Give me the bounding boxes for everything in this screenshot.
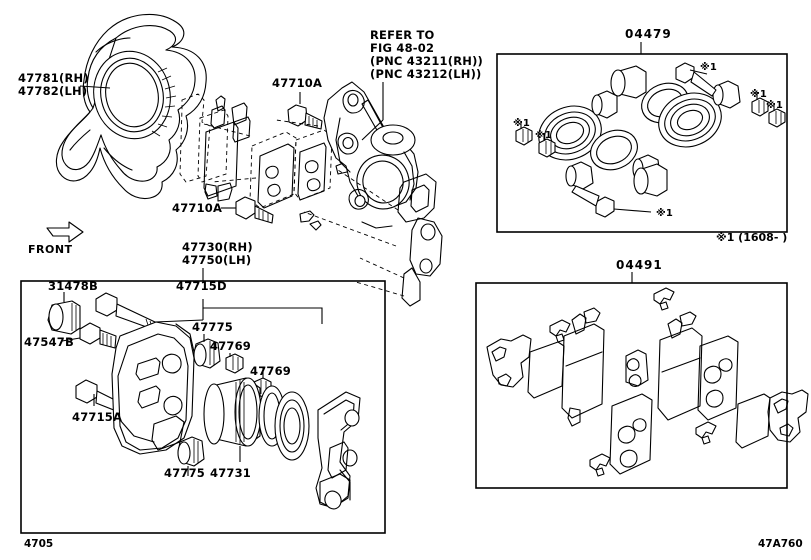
mark-1-a: ※1 bbox=[700, 62, 718, 73]
leader-refer-to-2 bbox=[361, 119, 384, 141]
front-direction-label: FRONT bbox=[28, 243, 73, 256]
dust-cover-art bbox=[55, 13, 207, 200]
caliper-body-art bbox=[111, 321, 195, 455]
front-arrow-icon bbox=[46, 221, 84, 243]
footnote-mark-1-date-range: ※1 (1608- ) bbox=[716, 231, 788, 244]
panel-title-04479: 04479 bbox=[625, 27, 672, 41]
caliper-bracket-reference-art bbox=[203, 119, 443, 307]
label-47710a-upper: 47710A bbox=[272, 76, 323, 90]
refer-to-line-4: (PNC 43212(LH)) bbox=[370, 67, 482, 81]
label-47769-lower: 47769 bbox=[250, 364, 292, 378]
label-47715a: 47715A bbox=[72, 410, 123, 424]
part-47769-upper-art bbox=[225, 353, 244, 374]
steering-knuckle-art bbox=[323, 81, 419, 229]
footer-diagram-code: 47A760 bbox=[758, 538, 803, 550]
label-47775-lower: 47775 bbox=[164, 466, 206, 480]
bolt-47710a-lower-art bbox=[235, 196, 274, 224]
refer-to-line-1: REFER TO bbox=[370, 28, 435, 42]
refer-to-line-3: (PNC 43211(RH)) bbox=[370, 54, 484, 68]
part-31478b-art bbox=[47, 292, 81, 335]
part-47731-art bbox=[203, 377, 262, 462]
leader-47715d-bracket bbox=[202, 299, 323, 324]
label-47731: 47731 bbox=[210, 466, 252, 480]
label-47730-rh-47750-lh: 47730(RH) 47750(LH) bbox=[182, 240, 253, 267]
mark-1-e: ※1 bbox=[535, 130, 553, 141]
label-47715d: 47715D bbox=[176, 279, 227, 293]
pad-kit-parts-art bbox=[486, 287, 809, 477]
label-47710a-lower: 47710A bbox=[172, 201, 223, 215]
label-31478b: 31478B bbox=[48, 279, 98, 293]
part-47775-upper-art bbox=[193, 334, 221, 369]
seal-kit-panel-box bbox=[496, 53, 788, 233]
seal-kit-parts-art bbox=[515, 62, 786, 218]
caliper-mount-bracket-art bbox=[315, 391, 361, 510]
leader-47781 bbox=[79, 85, 111, 89]
refer-to-line-2: FIG 48-02 bbox=[370, 41, 435, 55]
footer-page-code: 4705 bbox=[24, 538, 54, 550]
part-47775-lower-art bbox=[177, 436, 205, 476]
label-47547b: 47547B bbox=[24, 335, 74, 349]
label-47781-rh-lh: 47781(RH) 47782(LH) bbox=[18, 71, 89, 98]
mark-1-f: ※1 bbox=[656, 208, 674, 219]
seal-rings-art bbox=[258, 385, 310, 461]
mark-1-c: ※1 bbox=[766, 100, 784, 111]
panel-title-04491: 04491 bbox=[616, 258, 663, 272]
label-47775-upper: 47775 bbox=[192, 320, 234, 334]
mark-1-b: ※1 bbox=[750, 89, 768, 100]
part-47715d-art bbox=[95, 292, 204, 330]
part-47547b-art bbox=[61, 322, 117, 349]
mark-1-d: ※1 bbox=[513, 118, 531, 129]
label-47769-upper: 47769 bbox=[210, 339, 252, 353]
